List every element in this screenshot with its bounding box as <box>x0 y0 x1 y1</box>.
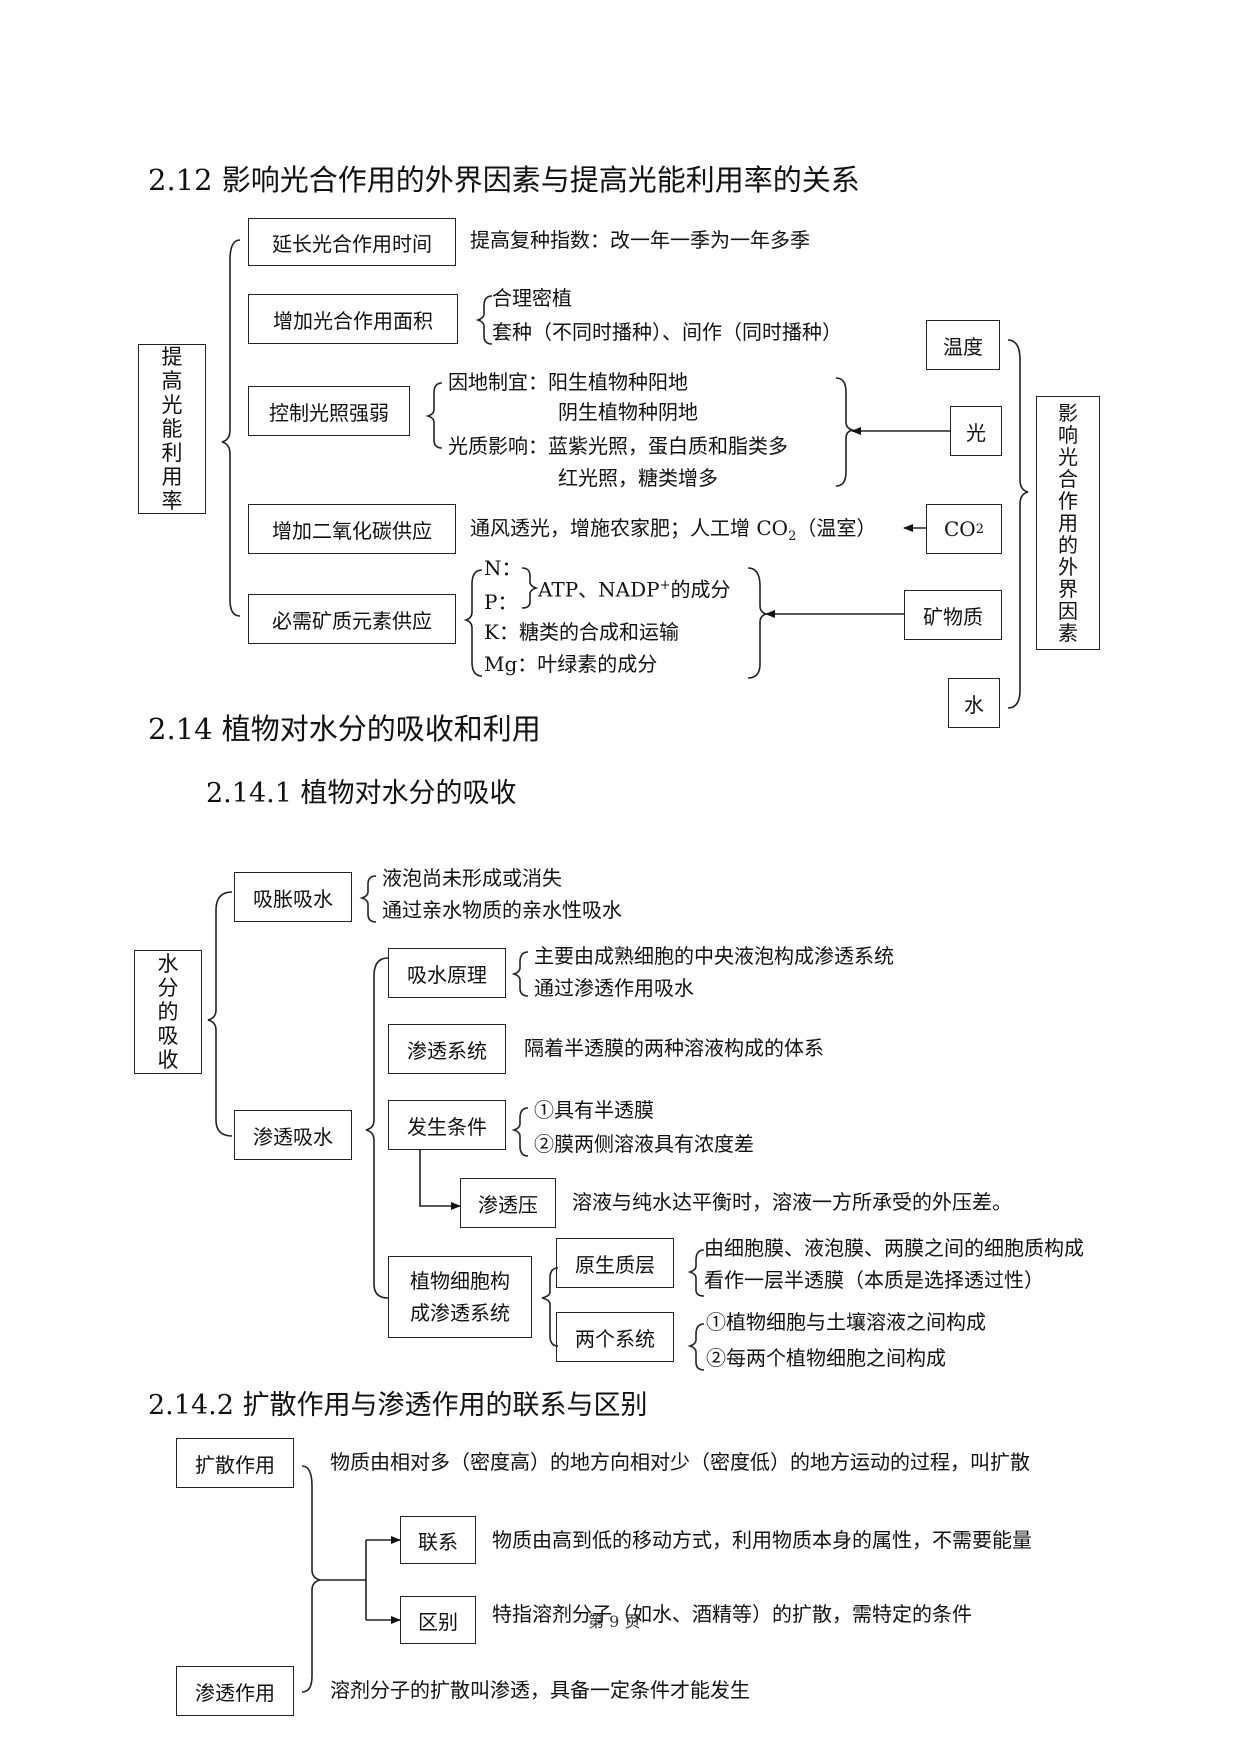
text-imbibition-2: 通过亲水物质的亲水性吸水 <box>382 898 622 922</box>
page-number: 第 9 页 <box>588 1612 641 1631</box>
box-conditions: 发生条件 <box>388 1100 506 1150</box>
factor-water: 水 <box>948 678 1000 728</box>
text-condition-2: ②膜两侧溶液具有浓度差 <box>534 1132 754 1156</box>
text-osmotic-pressure: 溶液与纯水达平衡时，溶液一方所承受的外压差。 <box>572 1190 1012 1214</box>
text-extend-time: 提高复种指数：改一年一季为一年多季 <box>470 228 810 252</box>
text-condition-1: ①具有半透膜 <box>534 1098 654 1122</box>
factor-temperature: 温度 <box>926 320 1000 370</box>
text-intercropping: 套种（不同时播种）、间作（同时播种） <box>492 320 842 344</box>
text-osmotic-system: 隔着半透膜的两种溶液构成的体系 <box>524 1036 824 1060</box>
text-mg: Mg：叶绿素的成分 <box>484 652 658 676</box>
text-p: P： <box>484 590 518 614</box>
box-relation: 联系 <box>400 1516 476 1564</box>
box-difference: 区别 <box>400 1596 476 1644</box>
box-co2-supply: 增加二氧化碳供应 <box>248 504 456 554</box>
text-local-conditions: 因地制宜：阳生植物种阳地 <box>448 370 688 394</box>
factor-minerals: 矿物质 <box>904 590 1002 640</box>
text-shade-plants: 阴生植物种阴地 <box>558 400 698 424</box>
box-absorption-principle: 吸水原理 <box>388 948 506 998</box>
text-co2-methods: 通风透光，增施农家肥；人工增 CO2（温室） <box>470 516 877 544</box>
section-title-2-14: 2.14 植物对水分的吸收和利用 <box>148 712 541 746</box>
section-title-2-12: 2.12 影响光合作用的外界因素与提高光能利用率的关系 <box>148 163 860 197</box>
text-k: K：糖类的合成和运输 <box>484 620 679 644</box>
text-principle-1: 主要由成熟细胞的中央液泡构成渗透系统 <box>534 944 894 968</box>
box-imbibition: 吸胀吸水 <box>234 872 352 922</box>
text-protoplast-2: 看作一层半透膜（本质是选择透过性） <box>704 1268 1044 1292</box>
text-diffusion: 物质由相对多（密度高）的地方向相对少（密度低）的地方运动的过程，叫扩散 <box>330 1450 1030 1474</box>
box-protoplast-layer: 原生质层 <box>556 1238 674 1288</box>
text-dense-planting: 合理密植 <box>492 286 572 310</box>
box-mineral-supply: 必需矿质元素供应 <box>248 594 456 644</box>
text-difference: 特指溶剂分子（如水、酒精等）的扩散，需特定的条件 <box>492 1602 972 1626</box>
box-osmotic-system: 渗透系统 <box>388 1024 506 1074</box>
box-two-systems: 两个系统 <box>556 1312 674 1362</box>
text-light-quality: 光质影响：蓝紫光照，蛋白质和脂类多 <box>448 434 788 458</box>
factor-light: 光 <box>950 406 1002 456</box>
box-control-light: 控制光照强弱 <box>248 386 410 436</box>
box-osmotic-absorption: 渗透吸水 <box>234 1110 352 1160</box>
text-atp-nadp: ATP、NADP+的成分 <box>538 577 731 602</box>
text-osmosis: 溶剂分子的扩散叫渗透，具备一定条件才能发生 <box>330 1678 750 1702</box>
box-increase-area: 增加光合作用面积 <box>248 294 458 344</box>
text-protoplast-1: 由细胞膜、液泡膜、两膜之间的细胞质构成 <box>704 1236 1084 1260</box>
water-absorption-root-box: 水 分 的 吸 收 <box>134 950 202 1074</box>
box-plant-cell-system: 植物细胞构 成渗透系统 <box>388 1256 532 1338</box>
text-red-light: 红光照，糖类增多 <box>558 466 718 490</box>
box-extend-time: 延长光合作用时间 <box>248 218 456 266</box>
box-osmosis: 渗透作用 <box>176 1666 294 1716</box>
text-principle-2: 通过渗透作用吸水 <box>534 976 694 1000</box>
subsection-title-2-14-1: 2.14.1 植物对水分的吸收 <box>206 778 517 809</box>
right-root-box: 影 响 光 合 作 用 的 外 界 因 素 <box>1036 396 1100 650</box>
box-osmotic-pressure: 渗透压 <box>460 1178 556 1228</box>
box-diffusion: 扩散作用 <box>176 1438 294 1488</box>
text-n: N： <box>484 556 522 580</box>
left-root-box: 提 高 光 能 利 用 率 <box>138 344 206 514</box>
text-two-systems-1: ①植物细胞与土壤溶液之间构成 <box>706 1310 986 1334</box>
text-relation: 物质由高到低的移动方式，利用物质本身的属性，不需要能量 <box>492 1528 1032 1552</box>
subsection-title-2-14-2: 2.14.2 扩散作用与渗透作用的联系与区别 <box>148 1390 648 1421</box>
text-two-systems-2: ②每两个植物细胞之间构成 <box>706 1346 946 1370</box>
text-imbibition-1: 液泡尚未形成或消失 <box>382 866 562 890</box>
